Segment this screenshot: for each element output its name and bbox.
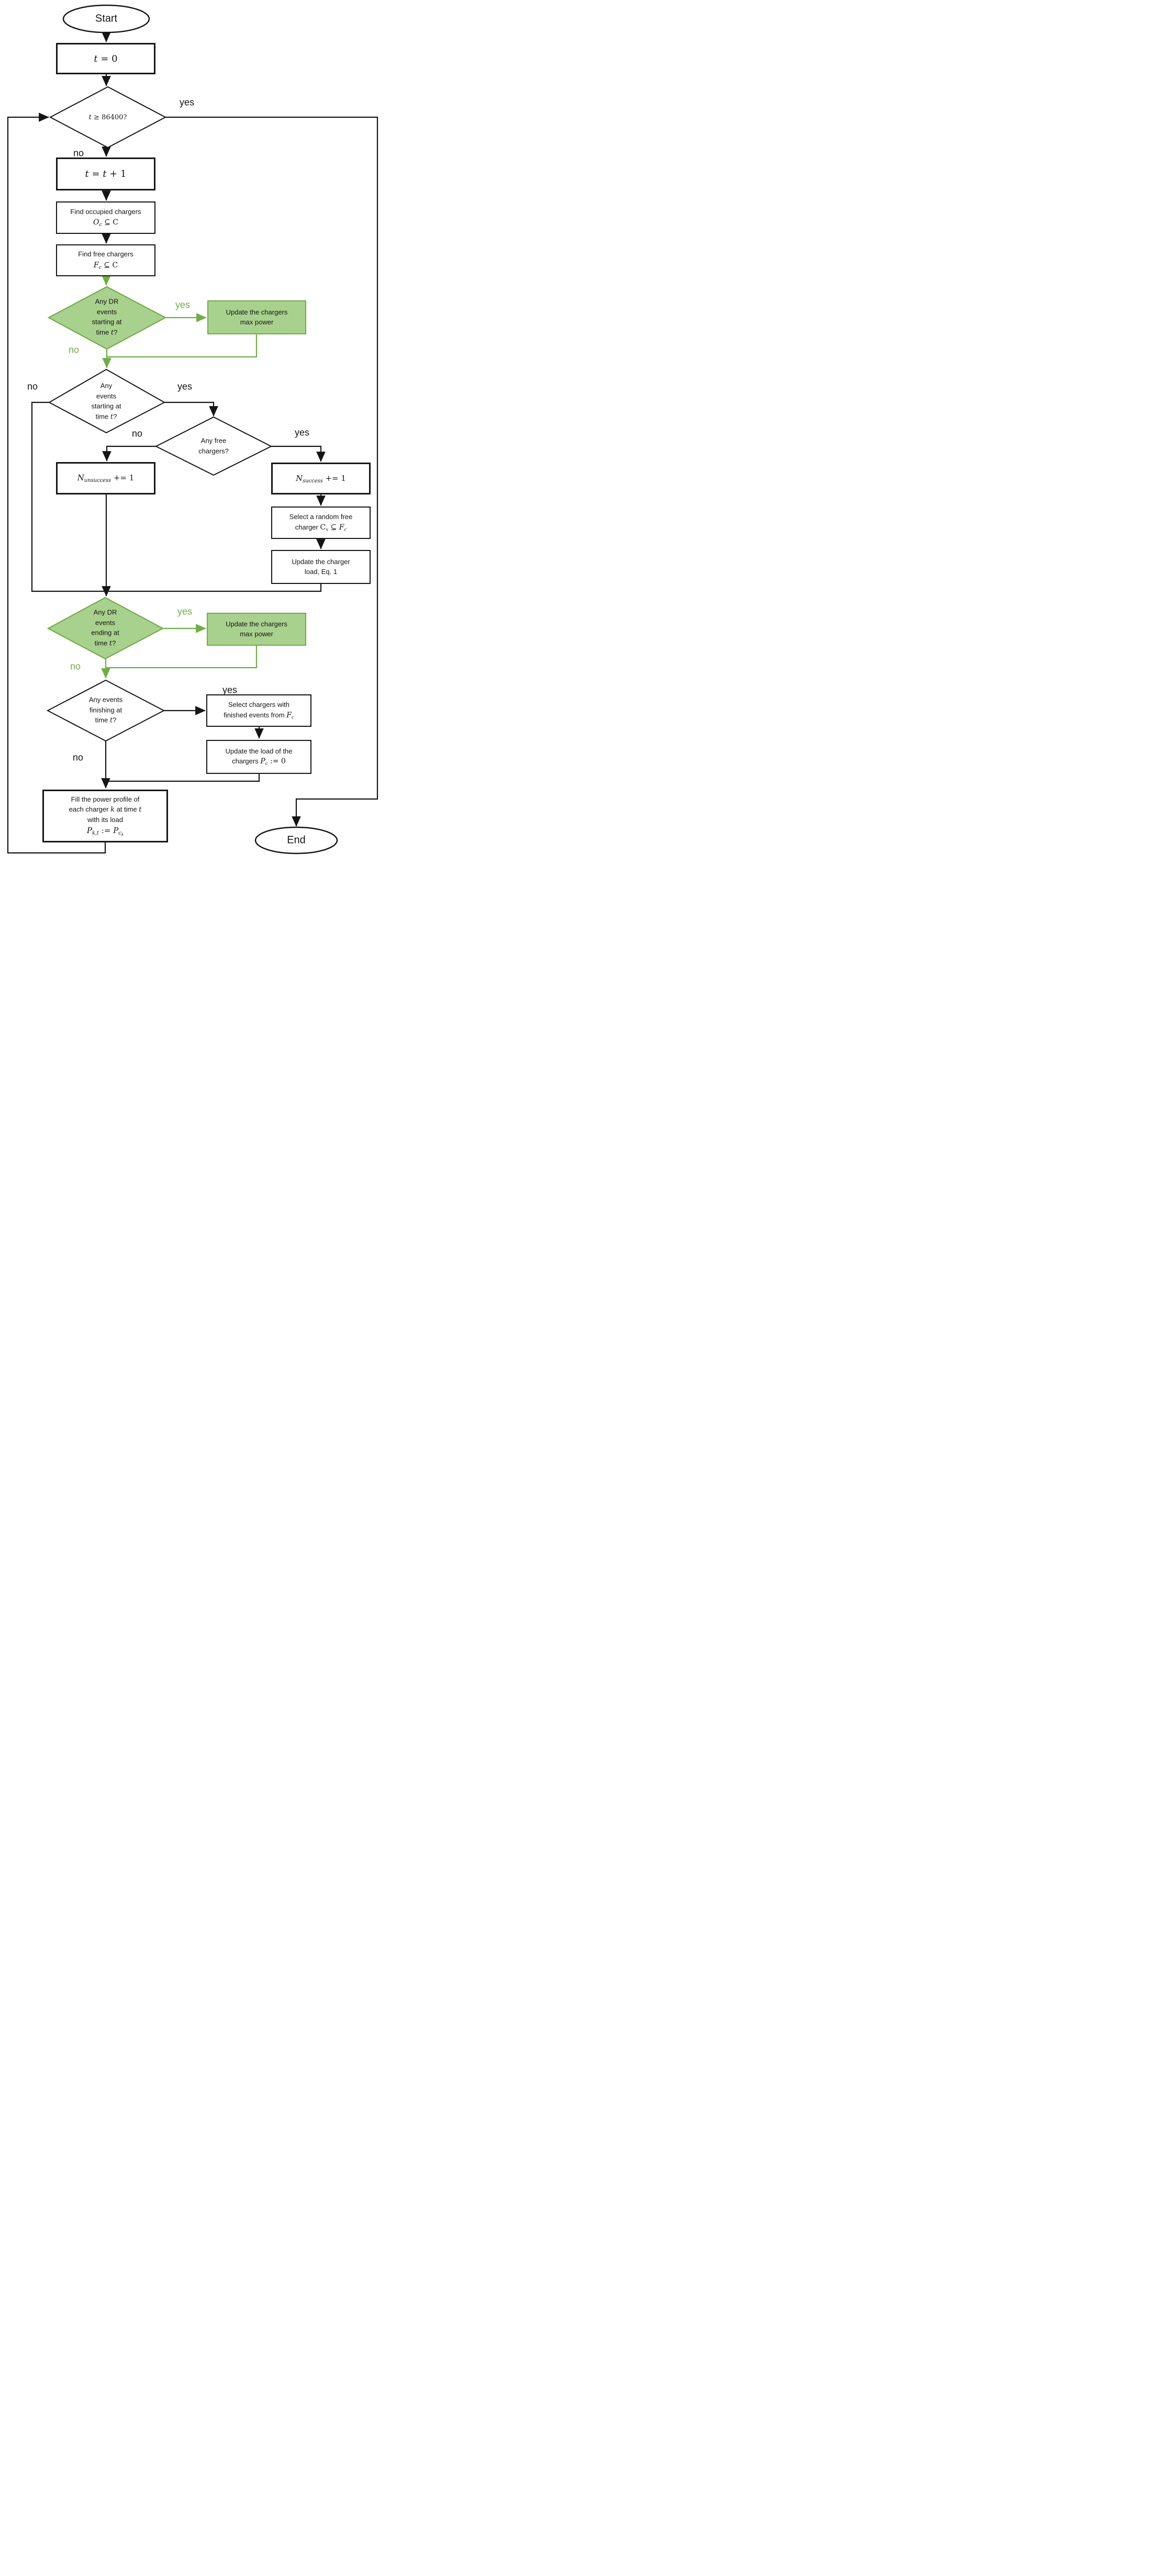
flow-connectors bbox=[7, 4, 378, 854]
label-yes-free-chargers: yes bbox=[294, 427, 310, 438]
dr-start-diamond bbox=[47, 286, 167, 350]
label-no-dr-start: no bbox=[68, 344, 80, 355]
events-start-diamond bbox=[48, 368, 166, 434]
reset-load-box: Update the load of the chargers Pc := 0 bbox=[206, 740, 311, 774]
label-no-free-chargers: no bbox=[131, 428, 143, 439]
end-terminator bbox=[254, 826, 338, 854]
dr-end-diamond bbox=[47, 597, 164, 660]
label-no-check-time: no bbox=[73, 148, 84, 159]
check-time-label: t ≥ 86400? bbox=[88, 114, 127, 121]
find-occupied-box: Find occupied chargers Oc ⊆ C bbox=[56, 201, 155, 234]
label-no-events-finish: no bbox=[72, 752, 84, 763]
find-free-box: Find free chargers Fc ⊆ C bbox=[56, 244, 155, 276]
init-time-box: t = 0 bbox=[56, 43, 155, 74]
events-finish-diamond bbox=[46, 679, 165, 742]
label-no-dr-end: no bbox=[70, 661, 81, 672]
label-yes-events-finish: yes bbox=[222, 684, 238, 695]
increment-time-box: t = t + 1 bbox=[56, 158, 155, 190]
fill-profile-box: Fill the power profile of each charger k… bbox=[42, 790, 168, 842]
flowchart-canvas: Start End t = 0 t = t + 1 Find occupied … bbox=[0, 0, 383, 859]
label-yes-events-start: yes bbox=[177, 381, 193, 392]
check-time-diamond bbox=[49, 86, 167, 149]
select-finished-box: Select chargers with finished events fro… bbox=[206, 694, 311, 727]
label-yes-dr-start: yes bbox=[175, 299, 191, 310]
label-yes-dr-end: yes bbox=[177, 606, 193, 617]
start-terminator bbox=[62, 4, 150, 33]
start-label: Start bbox=[95, 13, 118, 25]
select-free-charger-box: Select a random free charger Cx ⊆ Fc bbox=[271, 507, 371, 539]
label-no-events-start: no bbox=[27, 381, 38, 392]
end-label: End bbox=[287, 834, 306, 846]
n-unsuccess-box: Nunsuccess += 1 bbox=[56, 462, 155, 494]
label-yes-check-time: yes bbox=[179, 97, 195, 108]
n-success-box: Nsuccess += 1 bbox=[271, 463, 371, 494]
free-chargers-diamond bbox=[154, 416, 273, 476]
